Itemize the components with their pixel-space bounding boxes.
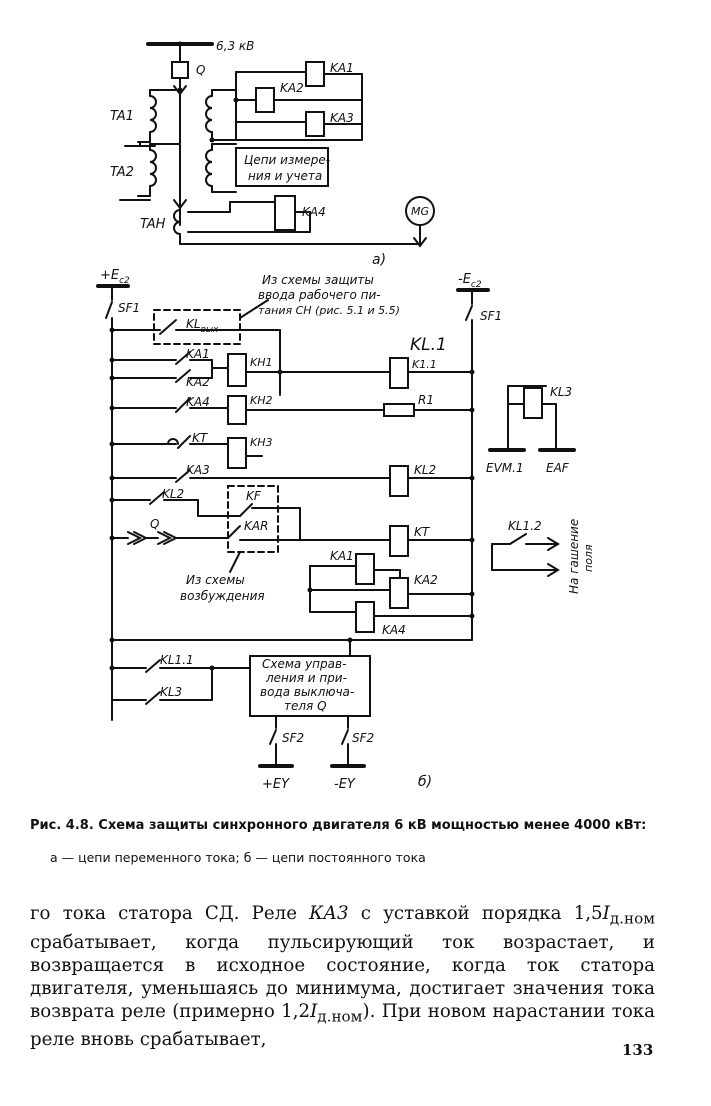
contact-kl2-label: KL2 (162, 487, 184, 501)
body-relay-ref: КА3 (309, 903, 349, 924)
indicator-kh2-label: KH2 (250, 394, 272, 407)
body-current-symbol-2: I (310, 1000, 318, 1022)
relay-kl1-header-label: KL.1 (410, 335, 447, 355)
contact-ka4-label: KA4 (186, 395, 210, 409)
indicator-kh3-label: KH3 (250, 436, 272, 449)
relay-ka1-label: KA1 (330, 61, 354, 75)
sf2-right-label: SF2 (352, 731, 374, 745)
sf2-left-label: SF2 (282, 731, 304, 745)
sf1-left-label: SF1 (118, 301, 140, 315)
coil-ka4-label: KA4 (382, 623, 406, 637)
note-top-line2: ввода рабочего пи- (258, 288, 381, 302)
minus-supply-label: -Ec2 (458, 272, 482, 290)
field-note-line2: поля (582, 544, 595, 572)
relay-kl3-label: KL3 (550, 385, 572, 399)
coil-ka2-label: KA2 (414, 573, 438, 587)
body-current-subscript: д.ном (609, 909, 655, 928)
body-text-4: ). При новом нарастании тока реле вновь … (30, 1000, 655, 1051)
motor-label: MG (411, 205, 429, 218)
body-text-1: го тока статора СД. Реле (30, 903, 310, 924)
ct-neutral-label: TAH (140, 217, 166, 232)
meter-box-line1: Цепи измере- (244, 153, 330, 167)
control-box-line1: Схема управ- (262, 657, 346, 671)
page-number: 133 (622, 1041, 654, 1059)
coil-kt-label: KT (414, 525, 431, 539)
ct2-label: TA2 (110, 165, 134, 180)
control-box-line3: вода выключа- (260, 685, 354, 699)
figure-subcaption: а — цепи переменного тока; б — цепи пост… (50, 850, 426, 865)
part-b-label: б) (418, 774, 432, 790)
figure-caption: Рис. 4.8. Схема защиты синхронного двига… (30, 818, 647, 833)
terminal-eaf-label: EAF (546, 461, 570, 475)
contact-kt-label: KT (192, 431, 209, 445)
body-text-2: с уставкой порядка 1,5 (348, 903, 603, 924)
ey-plus-label: +EY (262, 777, 290, 792)
meter-box-line2: ния и учета (248, 169, 322, 183)
contact-ka2-label: KA2 (186, 375, 210, 389)
contact-ka1-label: KA1 (186, 347, 210, 361)
body-paragraph: го тока статора СД. Реле КА3 с уставкой … (30, 902, 655, 1051)
contact-kl3-label: KL3 (160, 685, 182, 699)
relay-ka3-label: KA3 (330, 111, 354, 125)
body-current-symbol: I (602, 903, 610, 924)
protection-circuit-diagram: 6,3 кВ Q TA1 TA2 TAH KA1 KA2 KA3 Цепи из… (96, 39, 595, 792)
breaker-label: Q (196, 63, 205, 77)
ct1-label: TA1 (110, 109, 134, 124)
coil-k11-label: K1.1 (412, 358, 437, 371)
ey-minus-label: -EY (334, 777, 356, 792)
body-current-subscript-2: д.ном (317, 1007, 363, 1026)
contact-ka3-label: KA3 (186, 463, 210, 477)
coil-kl2-label: KL2 (414, 463, 436, 477)
resistor-r1-label: R1 (418, 393, 434, 407)
relay-ka4-label: KA4 (302, 205, 326, 219)
body-text-3: срабатывает, когда пульсирующий ток возр… (30, 931, 655, 1022)
contact-kf-label: KF (246, 489, 262, 503)
note-top-line1: Из схемы защиты (262, 273, 374, 287)
control-box-line4: теля Q (284, 699, 327, 713)
relay-ka2-label: KA2 (280, 81, 304, 95)
control-box-line2: ления и при- (265, 671, 347, 685)
contact-kl12-label: KL1.2 (508, 519, 542, 533)
contact-kl11-label: KL1.1 (160, 653, 194, 667)
note-top-line3: тания СН (рис. 5.1 и 5.5) (258, 304, 400, 317)
sf1-right-label: SF1 (480, 309, 502, 323)
bus-voltage-label: 6,3 кВ (216, 39, 254, 53)
coil-ka1-label: KA1 (330, 549, 354, 563)
terminal-evm1-label: EVM.1 (486, 461, 524, 475)
part-a-label: а) (372, 252, 386, 268)
plus-supply-label: +Ec2 (100, 268, 130, 286)
contact-q-label: Q (150, 517, 159, 531)
note-exc-line2: возбуждения (180, 589, 265, 603)
field-note-line1: На гашение (567, 519, 581, 594)
contact-kl-out-label: KLвых (186, 317, 219, 335)
contact-kar-label: KAR (244, 519, 268, 533)
indicator-kh1-label: KH1 (250, 356, 272, 369)
note-exc-line1: Из схемы (186, 573, 245, 587)
